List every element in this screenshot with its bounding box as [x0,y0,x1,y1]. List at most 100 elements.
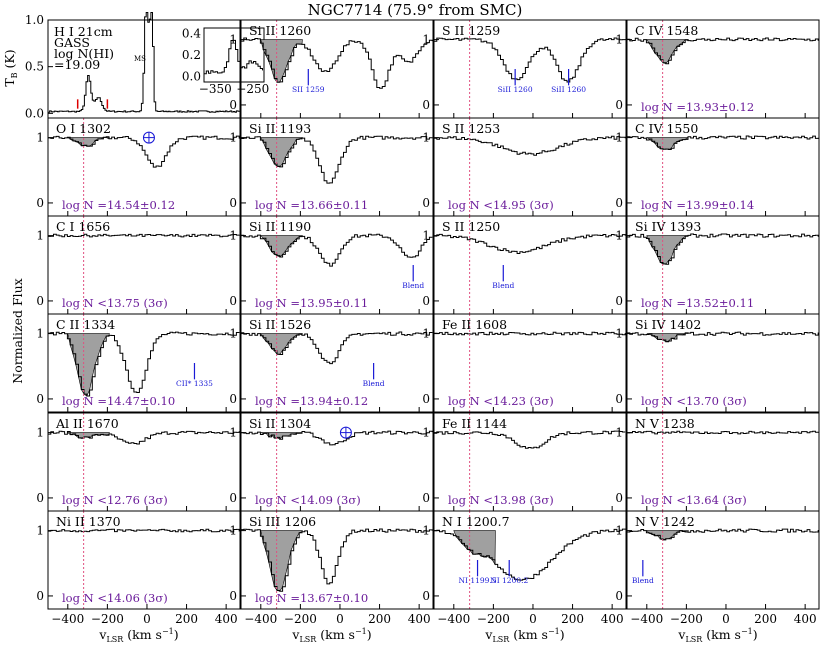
spectrum-line [48,430,240,445]
ion-label: Si II 1526 [249,317,311,332]
panel-frame [47,313,241,413]
spectrum-line [434,37,626,83]
y-tick-label: 0 [229,589,237,603]
xlabel-main: v [484,627,493,642]
hi-inset: 0.40.20.0−350−250 [182,26,269,96]
x-tick-label: −400 [51,612,84,626]
blend-label: Blend [402,281,424,290]
ion-label: S II 1253 [442,121,500,136]
x-tick-label: 400 [215,612,238,626]
blend-label: SiII 1260 [551,85,586,94]
y-tick-label: 1 [422,524,430,538]
x-tick-label: 200 [175,612,198,626]
y-tick-label: 1 [36,327,44,341]
absorption-shading [453,530,496,566]
y-tick-label: 0 [36,196,44,210]
x-tick-label: 200 [754,612,777,626]
y-tick-label: 1 [615,327,623,341]
ion-label: N I 1200.7 [442,514,510,529]
x-tick-label: 200 [561,612,584,626]
x-tick-label: −200 [477,612,510,626]
panel-frame [626,313,820,413]
y-tick-label: 0 [615,294,623,308]
y-tick-label: 1 [422,33,430,47]
y-tick-label: 1 [36,524,44,538]
y-tick-label: 0 [229,98,237,112]
y-tick-label: 0 [229,491,237,505]
y-tick-label: 0 [422,196,430,210]
hi-ylabel-main: T [2,78,17,87]
hi-label-subscript: MS [134,55,146,63]
column-density-label: log N <13.75 (3σ) [62,296,168,310]
ion-label: Si II 1260 [249,23,311,38]
y-tick-label: 0 [422,392,430,406]
xlabel-exp: −1 [355,627,367,636]
y-tick-label: 0 [36,392,44,406]
spectrum-line [241,135,433,184]
ion-label: Si II 1193 [249,121,311,136]
y-tick-label: 1 [229,229,237,243]
spectrum-line [434,331,626,336]
inset-y-tick-label: 0.2 [182,48,201,62]
panel-si-iii-1206: 0 1 Si III 1206 log N =13.67±0.10 [229,510,434,610]
column-density-label: log N <14.95 (3σ) [448,198,554,212]
column-density-label: log N <14.09 (3σ) [255,493,361,507]
y-tick-label: 0 [615,491,623,505]
spectrum-line [627,135,819,150]
column-density-label: log N =13.66±0.11 [255,198,368,212]
x-tick-label: −400 [630,612,663,626]
y-tick-label: 1 [422,426,430,440]
blend-label: CII* 1335 [176,379,213,388]
x-axis-label: vLSR (km s−1) [98,627,178,644]
x-axis-label: vLSR (km s−1) [291,627,371,644]
blend-label: SiII 1260 [498,85,533,94]
ion-label: Si II 1304 [249,416,311,431]
column-density-label: log N =13.94±0.12 [255,394,368,408]
column-density-label: log N =13.95±0.11 [255,296,368,310]
column-density-label: log N =13.52±0.11 [641,296,754,310]
xlabel-main: v [98,627,107,642]
xlabel-close: ) [367,627,372,642]
blend-label: SII 1259 [292,85,325,94]
x-tick-label: −200 [91,612,124,626]
blend-label: NI 1200.2 [490,576,528,585]
inset-y-tick-label: 0.0 [182,70,201,84]
xlabel-sub: LSR [106,635,124,644]
y-tick-label: 0 [422,98,430,112]
xlabel-main: v [677,627,686,642]
column-density-label: log N =13.67±0.10 [255,591,368,605]
y-tick-label: 1 [615,229,623,243]
panel-frame [626,510,820,610]
spectrum-line [434,233,626,254]
y-tick-label: 1 [229,524,237,538]
y-tick-label: 1 [422,327,430,341]
ion-label: Si III 1206 [249,514,316,529]
spectrum-line [241,37,433,89]
hi-label-line: =19.09 [54,57,100,72]
hi-spectrum-line [48,12,241,113]
x-tick-label: −400 [437,612,470,626]
hi-ylabel-sub: B [10,72,19,78]
y-tick-label: 1 [36,131,44,145]
ion-label: C II 1334 [56,317,115,332]
xlabel-close: ) [174,627,179,642]
y-tick-label: 0 [422,491,430,505]
y-tick-label: 0 [229,196,237,210]
column-density-label: log N <14.23 (3σ) [448,394,554,408]
y-tick-label: 1 [615,131,623,145]
panel-frame [240,313,434,413]
x-axis-label: vLSR (km s−1) [484,627,564,644]
